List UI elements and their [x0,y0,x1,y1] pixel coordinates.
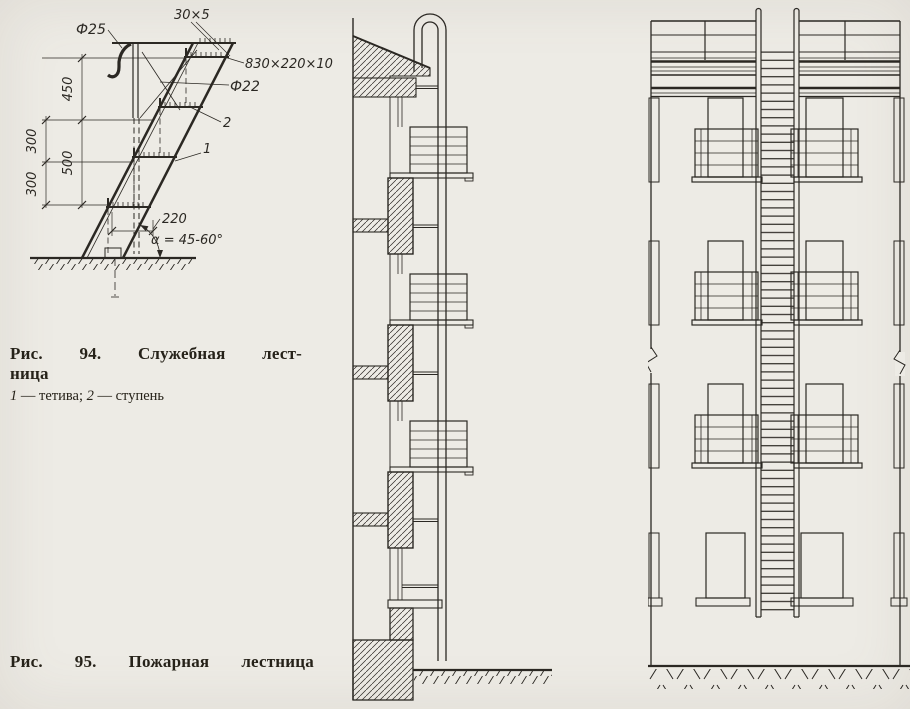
window-sill [387,599,443,609]
fig94-caption-line1: Рис. 94. Служебная лест- [10,344,302,363]
fig95-caption: Рис. 95. Пожарная лестница [10,652,314,671]
brace-rods [139,49,198,119]
label-dim-450: 450 [61,77,76,102]
wall-section [352,18,391,700]
ladder-rail-tips [755,7,800,12]
fig94-caption: Рис. 94. Служебная лест- ница 1 — тетива… [10,344,302,405]
fig94-legend: 1 — тетива; 2 — ступень [10,388,302,405]
ladder-rails [755,11,800,617]
plinth-foundation [352,607,552,701]
label-dim-300-lower: 300 [25,172,40,197]
ground-floor-window [387,548,443,609]
legend-ref2-number: 2 [86,388,94,404]
leader-labels: Ф25 30×5 830×220×10 Ф22 2 1 [76,8,333,162]
ground-line [30,247,196,298]
angle-dimension: α = 45-60° [139,224,223,259]
label-dim-500: 500 [61,151,76,176]
dimension-chains: 450 500 300 300 [25,53,184,210]
floor-unit [352,420,474,549]
fig94-caption-line2: ница [10,364,49,383]
legend-ref1-number: 1 [10,388,18,404]
label-dim-300-upper: 300 [25,129,40,154]
break-marks [648,346,906,376]
label-angle: α = 45-60° [151,233,223,248]
stringer-left [80,42,195,259]
floor-units [352,97,474,549]
fig94-service-ladder-drawing: 450 500 300 300 [25,8,333,298]
label-phi25: Ф25 [76,22,106,38]
ladder-structure [80,38,236,259]
stringer-right [121,42,235,259]
wall-anchors [402,85,438,588]
fire-ladder-front [755,7,800,618]
ladder-rail-inner [421,21,439,661]
floor-unit [352,126,474,255]
label-step-plate: 830×220×10 [245,57,333,72]
cornice-bands [651,57,900,98]
fire-ladder-side [402,13,447,661]
handrail-post [132,44,139,118]
label-phi22: Ф22 [230,79,260,95]
ladder-rail-outer [413,13,447,661]
floor-unit [352,273,474,402]
foundation-pad [104,247,122,259]
ground-hatch [648,669,910,689]
parapet-section [352,35,431,98]
fig95-facade-view [648,7,910,689]
steps [106,48,229,256]
label-ref-2: 2 [223,116,231,131]
label-strip-30x5: 30×5 [174,8,210,23]
building-wall [650,21,901,666]
railing-posts [704,21,846,60]
fig95-section-view [352,13,552,701]
label-ref-1: 1 [203,142,211,157]
dim-220: 220 [107,212,187,236]
ladder-rungs [761,48,794,612]
parapet-railing [651,20,900,60]
handrail-hook [107,42,132,79]
label-dim-220: 220 [162,212,187,227]
legend-ref1-term: — тетива; [17,388,87,404]
ground [648,664,910,689]
legend-ref2-term: — ступень [93,388,165,404]
